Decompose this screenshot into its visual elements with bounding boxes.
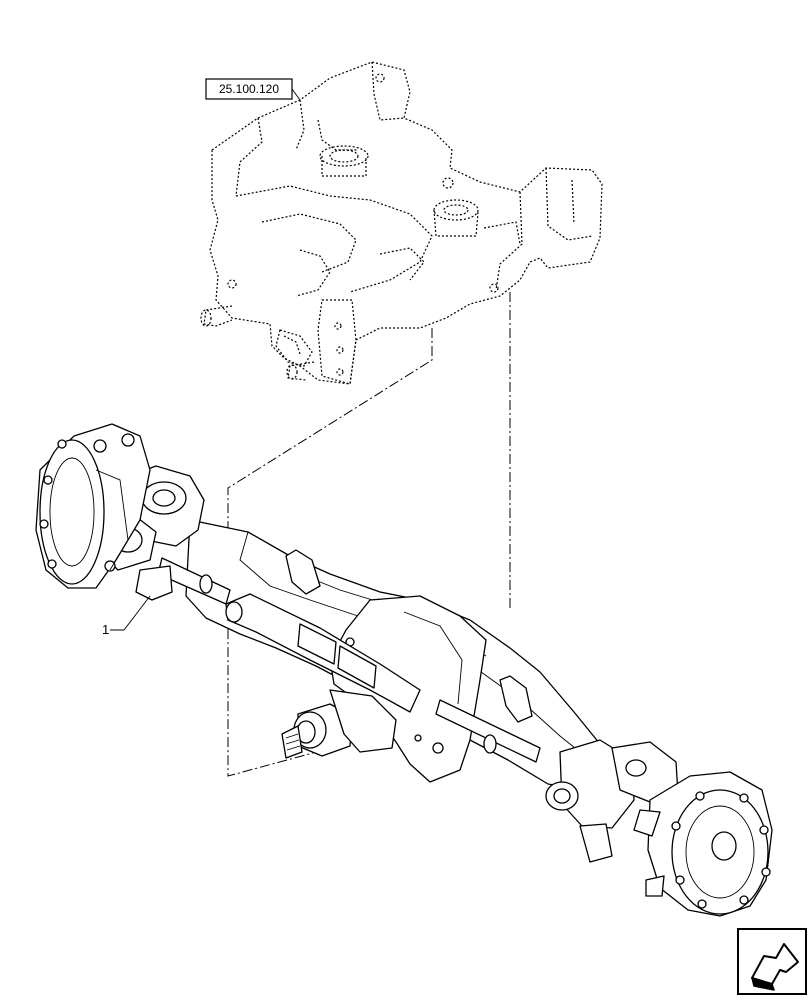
nav-arrow-outline [751, 943, 799, 985]
alignment-lines [227, 292, 511, 777]
callout-number: 1 [102, 622, 109, 637]
reference-label[interactable]: 25.100.120 [205, 78, 301, 101]
front-axle-support-ghost [200, 61, 603, 385]
reference-label-text[interactable]: 25.100.120 [219, 82, 279, 96]
callout-leader-line [110, 595, 151, 631]
reference-leader-line [291, 88, 301, 101]
next-page-arrow-icon[interactable] [737, 928, 807, 995]
item-callout: 1 [102, 595, 151, 637]
nav-arrow-shadow [751, 977, 775, 991]
alignment-line-center [227, 328, 433, 777]
front-axle-assembly [35, 423, 773, 917]
